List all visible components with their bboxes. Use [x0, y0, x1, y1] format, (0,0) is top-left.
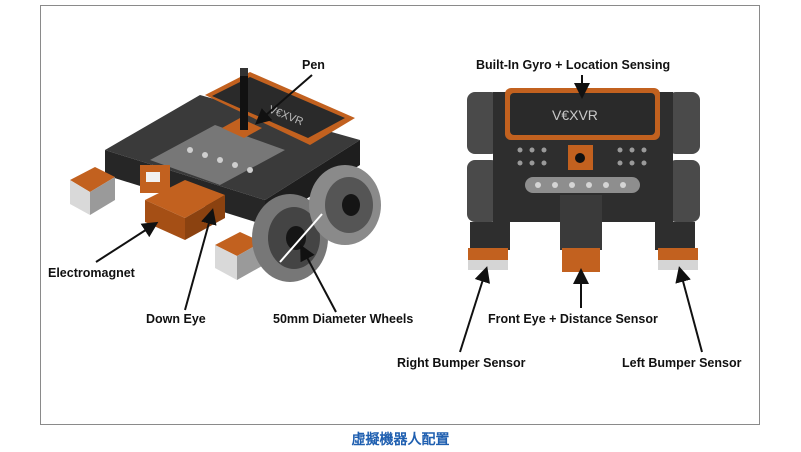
- wheels-arrow: [300, 244, 337, 313]
- robot-illustration: V€XVR: [70, 68, 703, 353]
- pen-arrow: [254, 74, 313, 125]
- gyro-label: Built-In Gyro + Location Sensing: [476, 58, 671, 72]
- electromagnet-label: Electromagnet: [48, 266, 135, 280]
- electromagnet-arrow: [95, 221, 159, 263]
- leader-lines: [95, 74, 703, 353]
- right-logo-text: V€XVR: [552, 107, 598, 123]
- front-eye-label: Front Eye + Distance Sensor: [488, 312, 658, 326]
- figure-caption: 虛擬機器人配置: [351, 432, 450, 448]
- wheels-label: 50mm Diameter Wheels: [273, 312, 414, 326]
- left-bumper-arrow: [675, 266, 703, 353]
- figure-frame: [40, 5, 760, 425]
- pen-label: Pen: [302, 58, 325, 72]
- down-eye-arrow: [184, 208, 217, 311]
- right-bumper-label: Right Bumper Sensor: [397, 356, 526, 370]
- right-robot: V€XVR: [467, 88, 700, 272]
- down-eye-label: Down Eye: [146, 312, 206, 326]
- right-bumper-arrow: [459, 266, 490, 353]
- left-bumper-label: Left Bumper Sensor: [622, 356, 742, 370]
- left-robot: V€XVR: [70, 68, 381, 282]
